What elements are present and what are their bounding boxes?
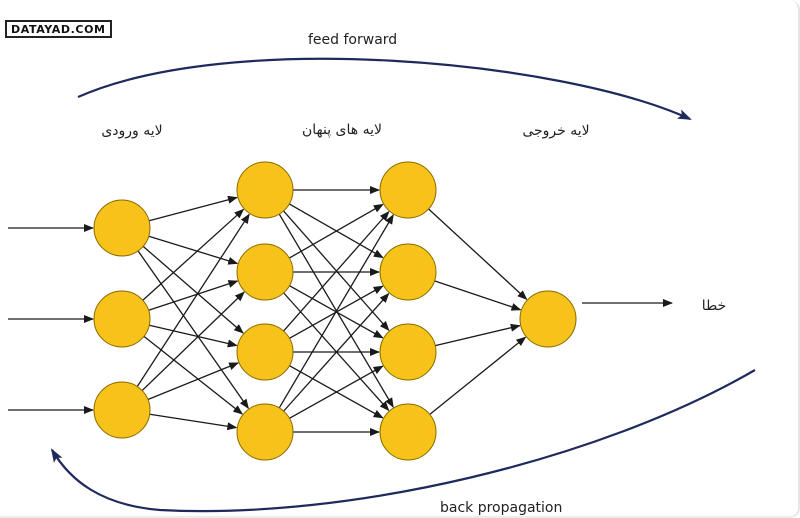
connection-edge xyxy=(429,336,527,415)
connection-edge xyxy=(148,280,239,311)
hidden2-node xyxy=(379,243,437,301)
input-layer-label: لایه ورودی xyxy=(101,123,162,139)
back-propagation-arrow xyxy=(50,369,756,513)
hidden-layers-label: لایه های پنهان xyxy=(302,122,382,138)
connection-edge xyxy=(137,250,249,410)
connection-edge xyxy=(434,280,522,311)
connection-edge xyxy=(288,203,384,259)
hidden1-node xyxy=(236,323,294,381)
connection-edge xyxy=(149,324,238,348)
connection-edge xyxy=(283,210,390,332)
connection-edge xyxy=(136,213,250,387)
hidden2-node xyxy=(379,323,437,381)
back-propagation-label: back propagation xyxy=(440,500,562,516)
hidden1-node xyxy=(236,403,294,461)
connection-edge xyxy=(283,292,390,412)
connection-edge xyxy=(435,323,521,347)
hidden2-node xyxy=(379,161,437,219)
output-node xyxy=(519,290,577,348)
input-node xyxy=(93,199,151,257)
hidden2-node xyxy=(379,403,437,461)
connections xyxy=(8,186,673,436)
connection-edge xyxy=(148,235,239,265)
watermark-logo: DATAYAD.COM xyxy=(5,20,112,38)
input-node xyxy=(93,381,151,439)
neurons xyxy=(93,161,577,461)
feed-forward-arrow xyxy=(77,57,692,121)
connection-edge xyxy=(278,214,394,409)
hidden1-node xyxy=(236,243,294,301)
error-label: خطا xyxy=(702,298,726,314)
input-node xyxy=(93,290,151,348)
connection-edge xyxy=(143,335,244,415)
connection-edge xyxy=(147,362,240,401)
connection-edge xyxy=(289,365,384,419)
connection-edge xyxy=(142,208,245,301)
connection-edge xyxy=(142,245,244,334)
feed-forward-label: feed forward xyxy=(308,32,397,48)
connection-edge xyxy=(428,208,528,301)
hidden1-node xyxy=(236,161,294,219)
connection-edge xyxy=(149,413,238,431)
output-layer-label: لایه خروجی xyxy=(522,123,589,139)
connection-edge xyxy=(141,291,245,392)
connection-edge xyxy=(148,195,238,222)
